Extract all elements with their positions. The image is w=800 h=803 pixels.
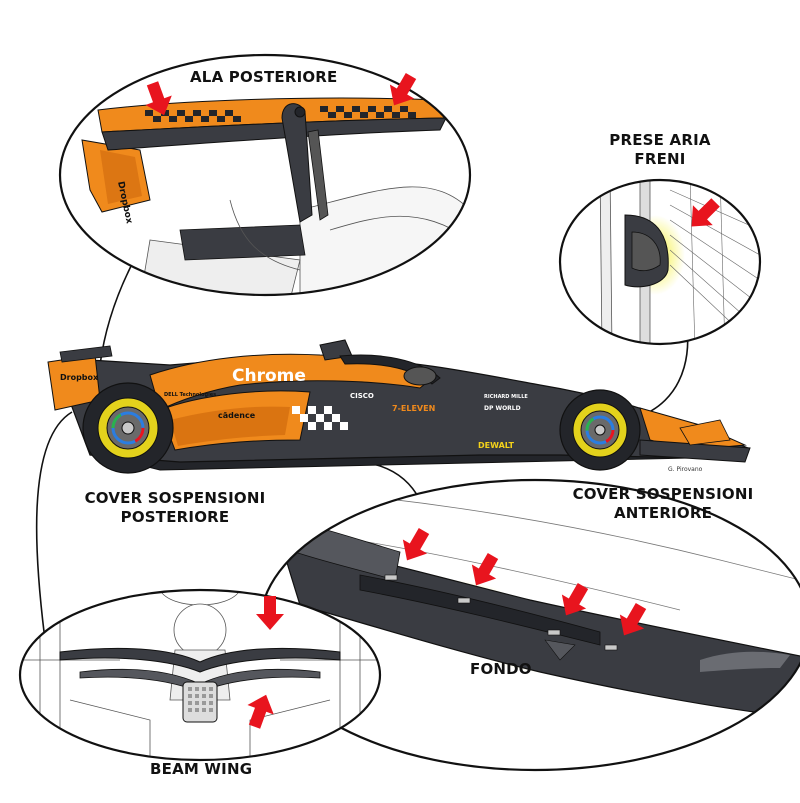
label-brake-ducts: PRESE ARIA FRENI <box>605 131 715 169</box>
car-front-wing <box>639 439 751 463</box>
label-floor: FONDO <box>470 660 532 678</box>
livery-dp-world: DP WORLD <box>484 405 521 412</box>
label-front-suspension: COVER SOSPENSIONI ANTERIORE <box>568 485 758 523</box>
livery-dropbox: Dropbox <box>60 373 99 382</box>
artist-credit: G. Pirovano <box>668 466 703 473</box>
livery-dewalt: DEWALT <box>478 441 515 450</box>
car-checker-pattern <box>292 406 348 430</box>
label-front-suspension-line1: COVER SOSPENSIONI <box>572 485 754 503</box>
beam-wing-inset <box>18 588 382 762</box>
car-rear-wheel <box>82 382 174 474</box>
label-brake-ducts-line2: FRENI <box>634 150 686 168</box>
livery-dell: DELL Technologies <box>164 392 216 398</box>
leader-rear-suspension <box>35 411 73 641</box>
beam-wing-upper <box>59 647 341 673</box>
brake-ducts-inset <box>558 178 762 346</box>
label-beam-wing: BEAM WING <box>150 760 253 778</box>
livery-chrome: Chrome <box>232 366 306 386</box>
car-side-view: Dropbox Chrome CISCO 7-ELEVEN RICHARD MI… <box>47 339 751 474</box>
label-rear-wing: ALA POSTERIORE <box>190 68 338 86</box>
livery-seven-eleven: 7-ELEVEN <box>392 404 435 413</box>
beam-wing-lower <box>79 668 321 693</box>
label-rear-suspension-line1: COVER SOSPENSIONI <box>84 489 266 507</box>
label-front-suspension-line2: ANTERIORE <box>613 504 713 522</box>
label-rear-suspension-line2: POSTERIORE <box>120 508 230 526</box>
livery-cadence: cādence <box>218 411 256 420</box>
car-halo <box>339 354 441 385</box>
car-front-wheel <box>559 389 641 471</box>
label-rear-suspension: COVER SOSPENSIONI POSTERIORE <box>80 489 270 527</box>
label-brake-ducts-line1: PRESE ARIA <box>609 131 711 149</box>
livery-cisco: CISCO <box>350 392 374 400</box>
rear-wing-inset: Dropbox <box>58 53 472 297</box>
livery-richard-mille: RICHARD MILLE <box>484 394 528 400</box>
floor-inset <box>258 478 800 772</box>
